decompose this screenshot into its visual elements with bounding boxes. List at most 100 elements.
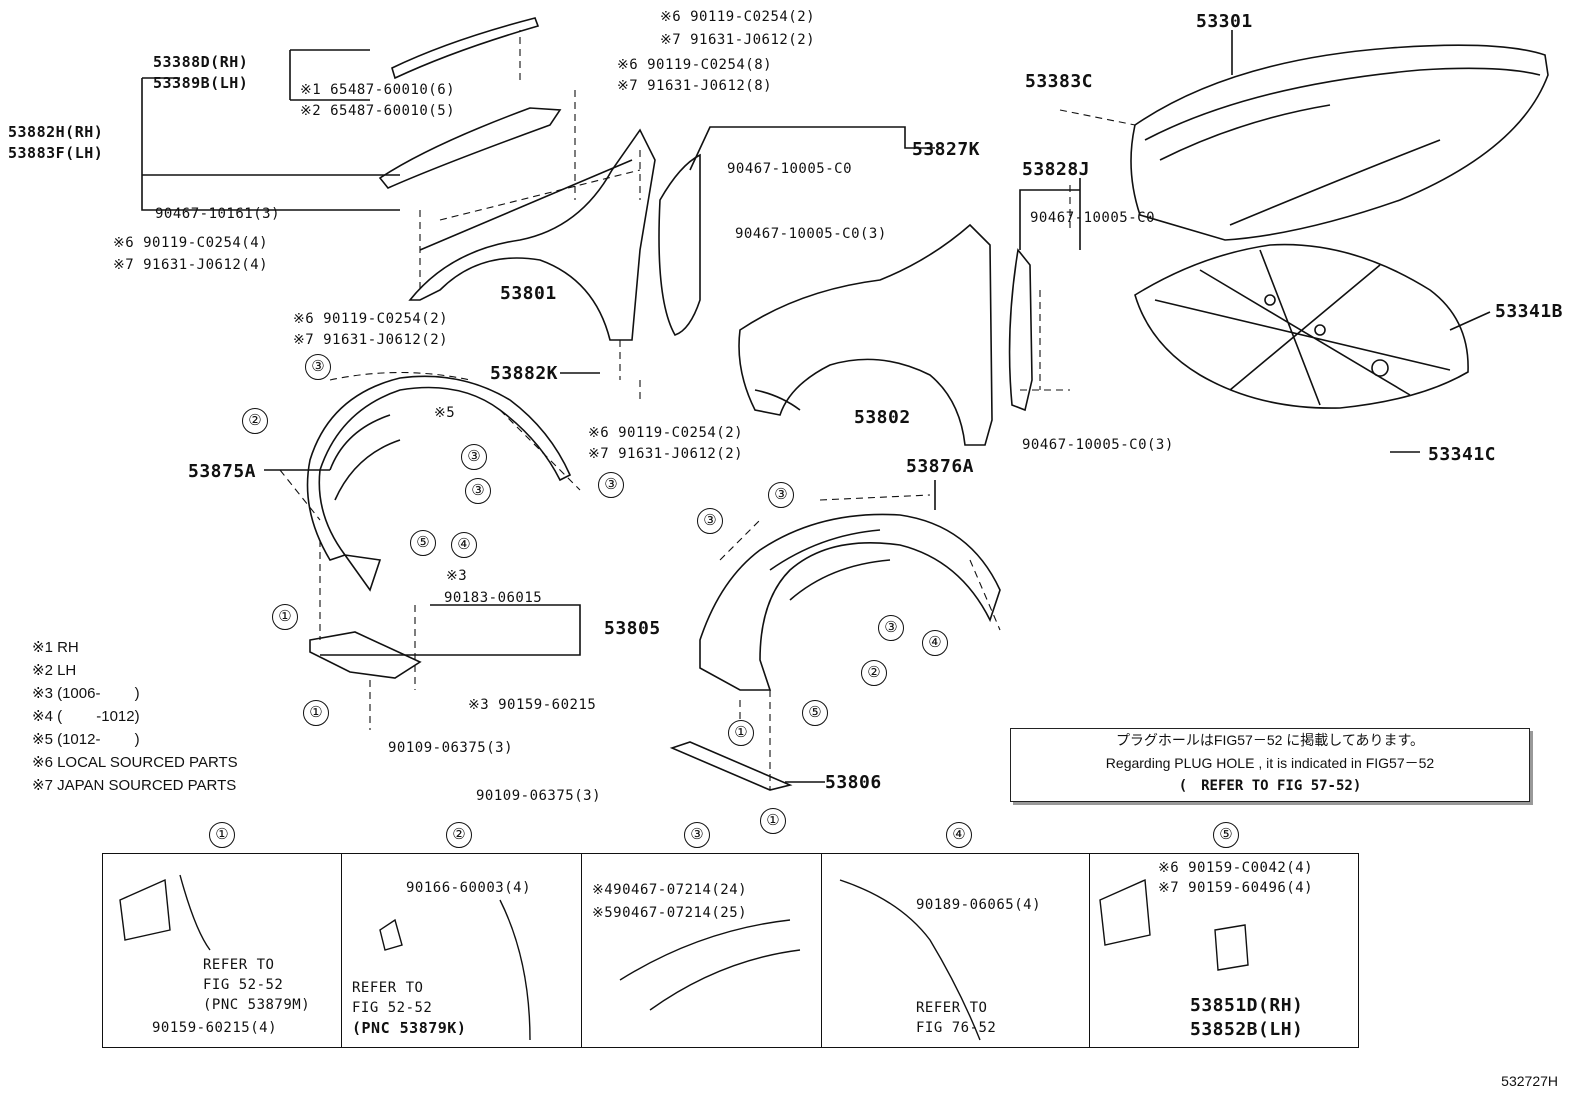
d2-refer: REFER TO bbox=[352, 980, 424, 996]
d3-part-1[interactable]: ※490467-07214(24) bbox=[592, 882, 748, 898]
callout-3: ③ bbox=[878, 615, 904, 641]
legend-item: ※3 (1006- ) bbox=[32, 685, 140, 702]
callout-4: ④ bbox=[922, 630, 948, 656]
legend-item: ※7 JAPAN SOURCED PARTS bbox=[32, 777, 237, 794]
part-53828J[interactable]: 53828J bbox=[1022, 159, 1091, 180]
part-90119-c0254-a[interactable]: ※6 90119-C0254(2) bbox=[660, 9, 816, 25]
part-53388D[interactable]: 53388D(RH) bbox=[153, 53, 249, 71]
d2-refer-fig[interactable]: FIG 52-52 bbox=[352, 1000, 433, 1016]
part-90183-06015[interactable]: 90183-06015 bbox=[444, 590, 543, 606]
part-90467-c0-x3-b[interactable]: 90467-10005-C0(3) bbox=[1022, 437, 1174, 453]
detail-header-3: ③ bbox=[684, 822, 710, 848]
part-53882K[interactable]: 53882K bbox=[490, 363, 559, 384]
callout-3: ③ bbox=[465, 478, 491, 504]
callout-4: ④ bbox=[451, 532, 477, 558]
callout-2: ② bbox=[861, 660, 887, 686]
part-90109-06375-a[interactable]: 90109-06375(3) bbox=[388, 740, 514, 756]
part-53806[interactable]: 53806 bbox=[825, 772, 882, 793]
detail-panel-5 bbox=[1089, 853, 1359, 1048]
d4-refer: REFER TO bbox=[916, 1000, 988, 1016]
d2-part[interactable]: 90166-60003(4) bbox=[406, 880, 532, 896]
part-65487-rh[interactable]: ※1 65487-60010(6) bbox=[300, 82, 456, 98]
legend-item: ※2 LH bbox=[32, 662, 77, 679]
callout-3: ③ bbox=[598, 472, 624, 498]
callout-1: ① bbox=[760, 808, 786, 834]
part-90109-06375-b[interactable]: 90109-06375(3) bbox=[476, 788, 602, 804]
part-53882H[interactable]: 53882H(RH) bbox=[8, 123, 104, 141]
note-refer[interactable]: ( REFER TO FIG 57-52) bbox=[1178, 778, 1362, 794]
callout-1: ① bbox=[728, 720, 754, 746]
part-53876A[interactable]: 53876A bbox=[906, 456, 975, 477]
part-53383C[interactable]: 53383C bbox=[1025, 71, 1094, 92]
part-53341C[interactable]: 53341C bbox=[1428, 444, 1497, 465]
callout-5: ⑤ bbox=[410, 530, 436, 556]
part-91631-j0612-c[interactable]: ※7 91631-J0612(4) bbox=[113, 257, 269, 273]
part-90467-c0-x3[interactable]: 90467-10005-C0(3) bbox=[735, 226, 887, 242]
part-90119-c0254-d[interactable]: ※6 90119-C0254(2) bbox=[293, 311, 449, 327]
part-90467-10161[interactable]: 90467-10161(3) bbox=[155, 206, 281, 222]
part-90467-c0-b[interactable]: 90467-10005-C0 bbox=[1030, 210, 1156, 226]
d5-part-2[interactable]: ※7 90159-60496(4) bbox=[1158, 880, 1314, 896]
part-53805[interactable]: 53805 bbox=[604, 618, 661, 639]
legend: ※1 RH ※2 LH ※3 (1006- ) ※4 ( -1012) ※5 (… bbox=[32, 636, 238, 797]
part-91631-j0612-a[interactable]: ※7 91631-J0612(2) bbox=[660, 32, 816, 48]
callout-3: ③ bbox=[768, 482, 794, 508]
figure-number: 532727H bbox=[1501, 1073, 1558, 1089]
hood-illustration bbox=[1130, 44, 1549, 241]
d5-part-1[interactable]: ※6 90159-C0042(4) bbox=[1158, 860, 1314, 876]
hood-insulator-illustration bbox=[1134, 243, 1469, 409]
part-91631-j0612-d[interactable]: ※7 91631-J0612(2) bbox=[293, 332, 449, 348]
part-90119-c0254-b[interactable]: ※6 90119-C0254(8) bbox=[617, 57, 773, 73]
part-53802[interactable]: 53802 bbox=[854, 407, 911, 428]
note-line-jp: プラグホールはFIG57－52 に掲載してあります。 bbox=[1115, 732, 1425, 748]
note-x3: ※3 bbox=[446, 568, 468, 584]
part-91631-j0612-e[interactable]: ※7 91631-J0612(2) bbox=[588, 446, 744, 462]
callout-2: ② bbox=[242, 408, 268, 434]
d4-refer-fig[interactable]: FIG 76-52 bbox=[916, 1020, 997, 1036]
part-91631-j0612-b[interactable]: ※7 91631-J0612(8) bbox=[617, 78, 773, 94]
d3-part-2[interactable]: ※590467-07214(25) bbox=[592, 905, 748, 921]
part-53875A[interactable]: 53875A bbox=[188, 461, 257, 482]
part-90159-60215[interactable]: ※3 90159-60215 bbox=[468, 697, 597, 713]
part-53801[interactable]: 53801 bbox=[500, 283, 557, 304]
note-x5: ※5 bbox=[434, 405, 456, 421]
part-53827K[interactable]: 53827K bbox=[912, 139, 981, 160]
legend-item: ※4 ( -1012) bbox=[32, 708, 140, 725]
callout-3: ③ bbox=[305, 354, 331, 380]
part-53883F[interactable]: 53883F(LH) bbox=[8, 144, 104, 162]
d5-part-4[interactable]: 53852B(LH) bbox=[1190, 1019, 1304, 1040]
detail-header-4: ④ bbox=[946, 822, 972, 848]
fender-right-illustration bbox=[738, 223, 993, 446]
d5-part-3[interactable]: 53851D(RH) bbox=[1190, 995, 1304, 1016]
liner-front-left-illustration bbox=[306, 375, 572, 592]
part-90119-c0254-e[interactable]: ※6 90119-C0254(2) bbox=[588, 425, 744, 441]
detail-panel-1 bbox=[102, 853, 342, 1048]
d1-refer-fig[interactable]: FIG 52-52 bbox=[203, 977, 284, 993]
callout-5: ⑤ bbox=[802, 700, 828, 726]
note-line-en: Regarding PLUG HOLE , it is indicated in… bbox=[1105, 755, 1435, 771]
legend-item: ※6 LOCAL SOURCED PARTS bbox=[32, 754, 238, 771]
callout-1: ① bbox=[272, 604, 298, 630]
part-65487-lh[interactable]: ※2 65487-60010(5) bbox=[300, 103, 456, 119]
detail-header-5: ⑤ bbox=[1213, 822, 1239, 848]
callout-1: ① bbox=[303, 700, 329, 726]
d1-refer-pnc[interactable]: (PNC 53879M) bbox=[203, 997, 311, 1013]
callout-3: ③ bbox=[697, 508, 723, 534]
part-53341B[interactable]: 53341B bbox=[1495, 301, 1564, 322]
liner-front-right-illustration bbox=[699, 513, 1001, 691]
d1-refer: REFER TO bbox=[203, 957, 275, 973]
part-90467-c0[interactable]: 90467-10005-C0 bbox=[727, 161, 853, 177]
d1-part[interactable]: 90159-60215(4) bbox=[152, 1020, 278, 1036]
d2-refer-pnc[interactable]: (PNC 53879K) bbox=[352, 1019, 467, 1037]
detail-header-2: ② bbox=[446, 822, 472, 848]
part-90119-c0254-c[interactable]: ※6 90119-C0254(4) bbox=[113, 235, 269, 251]
plug-hole-note: プラグホールはFIG57－52 に掲載してあります。 Regarding PLU… bbox=[1010, 728, 1530, 802]
detail-header-1: ① bbox=[209, 822, 235, 848]
legend-item: ※1 RH bbox=[32, 639, 79, 656]
part-53389B[interactable]: 53389B(LH) bbox=[153, 74, 249, 92]
legend-item: ※5 (1012- ) bbox=[32, 731, 140, 748]
d4-part[interactable]: 90189-06065(4) bbox=[916, 897, 1042, 913]
part-53301[interactable]: 53301 bbox=[1196, 11, 1253, 32]
